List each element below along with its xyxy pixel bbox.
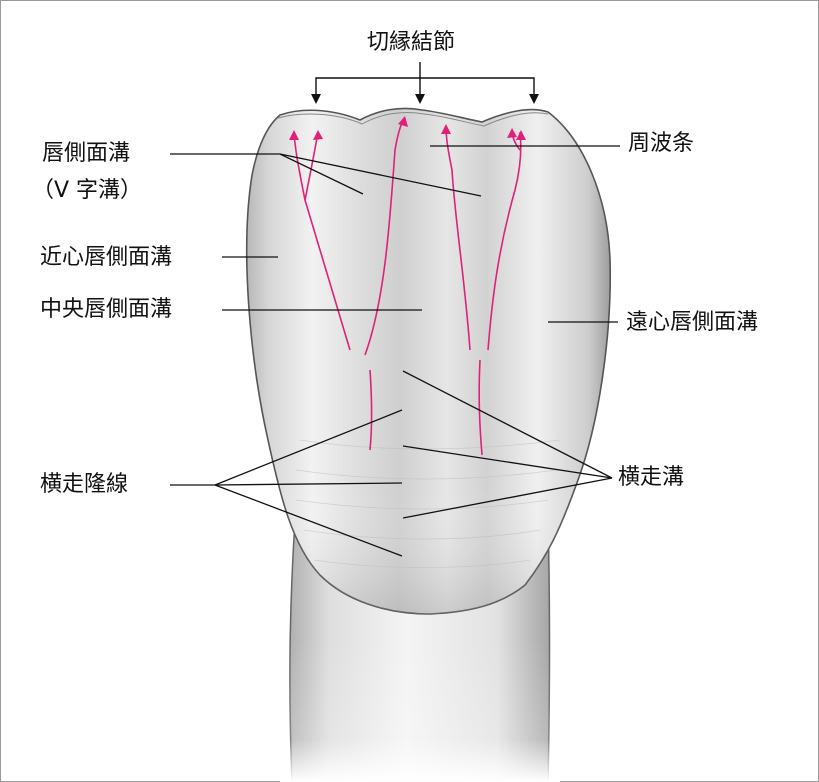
label-transverse-grooves: 横走溝 [618, 465, 684, 491]
label-central-labial-groove: 中央唇側面溝 [40, 297, 172, 323]
label-v-groove: （V 字溝） [32, 178, 142, 204]
label-mesial-labial-groove: 近心唇側面溝 [40, 245, 172, 271]
label-perikymata: 周波条 [628, 131, 694, 157]
label-transverse-ridges: 横走隆線 [40, 472, 128, 498]
incisal-bracket [316, 78, 534, 100]
label-distal-labial-groove: 遠心唇側面溝 [626, 310, 758, 336]
label-labial-groove: 唇側面溝 [42, 141, 130, 167]
label-incisal-nodes: 切縁結節 [367, 30, 455, 56]
